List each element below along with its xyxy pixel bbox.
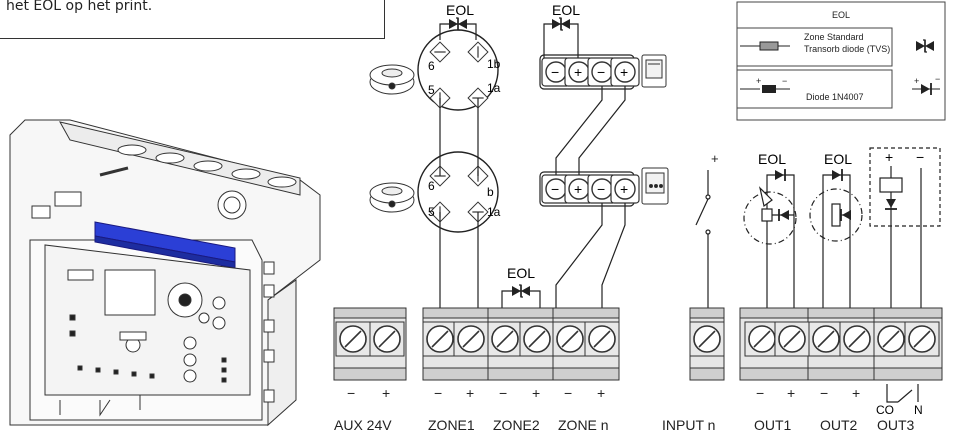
terminal-5-label: 5: [428, 83, 435, 97]
svg-text:+: +: [382, 385, 390, 401]
detector-base-bottom: 6 5 b 1a: [417, 151, 501, 233]
legend-title: EOL: [832, 10, 850, 20]
svg-text:+: +: [885, 149, 893, 165]
out3-relay: + −: [869, 147, 941, 308]
terminal-block-zones: [422, 307, 620, 381]
label-zone1: ZONE1: [428, 417, 475, 433]
terminal-b-label: b: [487, 185, 494, 199]
out3-n-label: N: [914, 403, 923, 417]
svg-text:−: −: [434, 385, 442, 401]
eol-top-detector: EOL: [439, 2, 477, 40]
svg-text:+: +: [852, 385, 860, 401]
eol-label: EOL: [552, 2, 580, 18]
svg-text:+: +: [620, 64, 628, 80]
legend-diode-text: Diode 1N4007: [806, 92, 864, 102]
out1-sounder: EOL: [743, 151, 797, 308]
out2-beacon: EOL: [809, 151, 863, 308]
terminal-block-aux: [333, 307, 407, 381]
label-input-n: INPUT n: [662, 417, 715, 433]
eol-legend: EOL Zone Standard Transorb diode (TVS) +…: [736, 1, 946, 121]
eol-label: EOL: [507, 265, 535, 281]
svg-text:−: −: [564, 385, 572, 401]
eol-zone2: EOL: [501, 265, 541, 308]
svg-text:+: +: [787, 385, 795, 401]
svg-text:−: −: [820, 385, 828, 401]
svg-text:+: +: [532, 385, 540, 401]
svg-text:+: +: [756, 76, 761, 86]
terminal-1a-label: 1a: [487, 81, 501, 95]
svg-text:−: −: [499, 385, 507, 401]
svg-text:−: −: [916, 149, 924, 165]
terminal-6-label: 6: [428, 179, 435, 193]
polarity-marks: − + − + − + − + − + − +: [347, 385, 860, 401]
relay-contact-symbol: [886, 384, 919, 403]
callpoint-wiring: [555, 86, 626, 308]
svg-text:−: −: [551, 64, 559, 80]
legend-tvs-line1: Zone Standard: [804, 32, 864, 42]
smoke-detector-icon: [369, 182, 415, 213]
label-zone-n: ZONE n: [558, 417, 609, 433]
terminal-block-outputs: [739, 307, 943, 381]
terminal-1b-label: 1b: [487, 57, 501, 71]
svg-text:−: −: [782, 76, 787, 86]
legend-tvs-line2: Transorb diode (TVS): [804, 44, 890, 54]
eol-top-callpoint: EOL: [543, 2, 580, 58]
svg-text:+: +: [914, 76, 919, 86]
label-out3: OUT3: [877, 417, 915, 433]
detector-wiring: [439, 98, 479, 308]
label-aux: AUX 24V: [334, 417, 392, 433]
terminal-1a-label: 1a: [487, 205, 501, 219]
label-zone2: ZONE2: [493, 417, 540, 433]
eol-label: EOL: [824, 151, 852, 167]
manual-call-point-icon: [641, 54, 667, 88]
detector-base-top: 6 5 1b 1a: [417, 29, 501, 111]
svg-text:+: +: [574, 181, 582, 197]
label-out1: OUT1: [754, 417, 792, 433]
svg-text:−: −: [347, 385, 355, 401]
terminal-6-label: 6: [428, 59, 435, 73]
instruction-note: het EOL op het print.: [0, 0, 385, 39]
manual-call-point-icon: [641, 167, 669, 205]
eol-label: EOL: [758, 151, 786, 167]
control-panel-illustration: [9, 119, 321, 427]
switch-icon: +: [695, 151, 719, 308]
eol-label: EOL: [446, 2, 474, 18]
svg-text:−: −: [597, 181, 605, 197]
call-point-base-top: − + − +: [539, 54, 640, 90]
svg-text:+: +: [620, 181, 628, 197]
svg-text:−: −: [756, 385, 764, 401]
svg-text:−: −: [597, 64, 605, 80]
terminal-block-input: [689, 307, 725, 381]
svg-text:+: +: [574, 64, 582, 80]
svg-text:+: +: [597, 385, 605, 401]
svg-text:+: +: [711, 151, 719, 166]
svg-text:+: +: [466, 385, 474, 401]
call-point-base-bottom: − + − +: [539, 171, 640, 207]
smoke-detector-icon: [369, 64, 415, 95]
svg-text:−: −: [551, 181, 559, 197]
out3-co-label: CO: [876, 403, 894, 417]
svg-text:−: −: [935, 74, 940, 84]
terminal-5-label: 5: [428, 205, 435, 219]
label-out2: OUT2: [820, 417, 858, 433]
instruction-note-text: het EOL op het print.: [6, 0, 153, 14]
